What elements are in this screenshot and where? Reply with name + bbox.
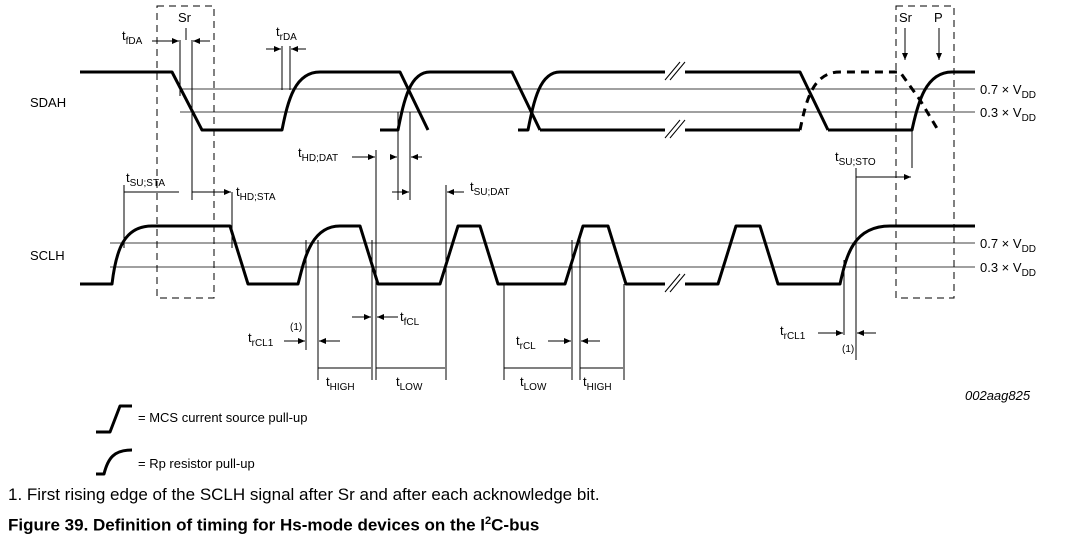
label-t-high-2: tHIGH xyxy=(583,374,612,393)
sdah-waveform xyxy=(80,61,975,139)
footnote-text: 1. First rising edge of the SCLH signal … xyxy=(8,485,600,504)
footnote-marker-right: (1) xyxy=(842,344,854,355)
label-t-hd-sta: tHD;STA xyxy=(236,184,276,203)
sdah-high-threshold: 0.7 × VDD xyxy=(980,82,1036,101)
sclh-threshold-lines xyxy=(110,242,975,268)
p-label: P xyxy=(934,10,943,25)
sclh-low-threshold: 0.3 × VDD xyxy=(980,260,1036,279)
figure-caption: Figure 39. Definition of timing for Hs-m… xyxy=(8,515,540,535)
label-t-fcl: tfCL xyxy=(400,309,420,328)
sclh-label: SCLH xyxy=(30,248,65,263)
sdah-label: SDAH xyxy=(30,95,66,110)
sdah-threshold-lines xyxy=(180,88,975,113)
sdah-low-threshold: 0.3 × VDD xyxy=(980,105,1036,124)
label-t-low-2: tLOW xyxy=(520,374,547,393)
rp-pullup-symbol xyxy=(96,448,133,476)
label-t-su-sto: tSU;STO xyxy=(835,149,876,168)
sr-start-label: Sr xyxy=(178,10,192,25)
footnote-marker-left: (1) xyxy=(290,322,302,333)
timing-arrows xyxy=(124,28,942,369)
sclh-high-threshold: 0.7 × VDD xyxy=(980,236,1036,255)
timing-diagram: SDAH SCLH Sr Sr P 0.7 × VDD 0.3 × VDD 0.… xyxy=(30,5,1036,476)
sclh-waveform xyxy=(80,224,975,293)
label-t-fda: tfDA xyxy=(122,28,143,47)
sr-stop-box xyxy=(895,5,955,299)
label-t-su-sta: tSU;STA xyxy=(126,170,165,189)
legend-rp-label: = Rp resistor pull-up xyxy=(138,456,255,471)
timing-extension-lines xyxy=(123,40,913,380)
label-t-high-1: tHIGH xyxy=(326,374,355,393)
figure-code: 002aag825 xyxy=(965,388,1031,403)
label-t-rcl1-right: trCL1 xyxy=(780,323,806,342)
label-t-rda: trDA xyxy=(276,24,297,43)
legend-mcs-label: = MCS current source pull-up xyxy=(138,410,307,425)
label-t-rcl1-left: trCL1 xyxy=(248,330,274,349)
legend: = MCS current source pull-up = Rp resist… xyxy=(96,404,307,476)
label-t-hd-dat: tHD;DAT xyxy=(298,145,338,164)
mcs-pullup-symbol xyxy=(96,404,132,434)
sr-stop-label: Sr xyxy=(899,10,913,25)
sr-start-box xyxy=(156,5,215,299)
label-t-rcl: trCL xyxy=(516,333,536,352)
label-t-su-dat: tSU;DAT xyxy=(470,179,510,198)
label-t-low-1: tLOW xyxy=(396,374,423,393)
